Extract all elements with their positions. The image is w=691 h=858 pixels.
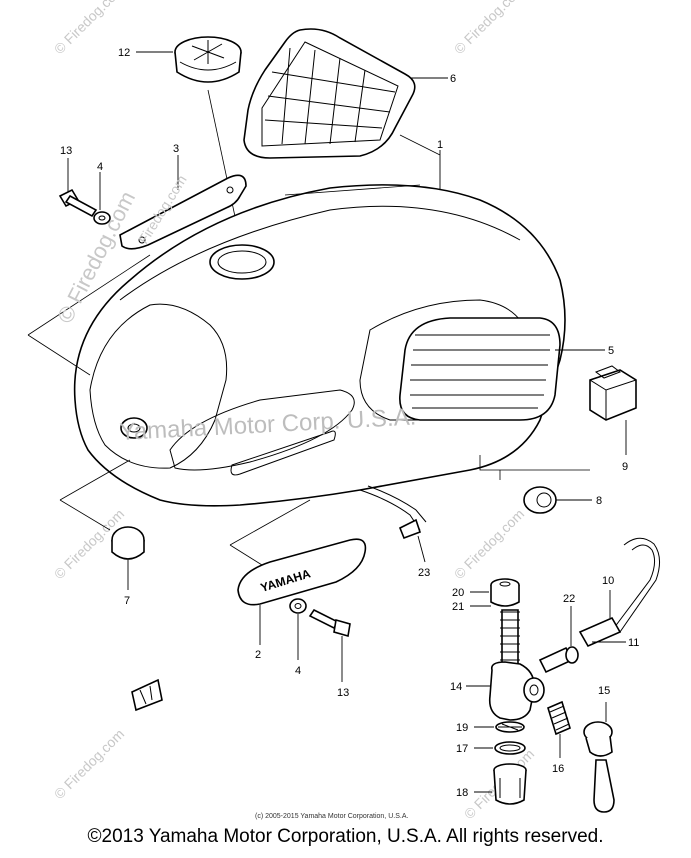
part-number-20: 20	[452, 587, 464, 599]
part-number-3: 3	[173, 143, 179, 155]
watermark-firedog-lower-right: © Firedog.com	[451, 506, 527, 582]
leader-20-21	[470, 591, 491, 607]
part-yamaha-emblem: YAMAHA	[237, 538, 367, 606]
watermark-firedog-bottom-left: © Firedog.com	[51, 726, 127, 802]
assembly-line-right	[479, 455, 590, 480]
part-damper-grommet	[523, 486, 557, 514]
part-damper-left	[111, 526, 145, 560]
part-number-13-upper: 13	[60, 145, 72, 157]
part-number-18: 18	[456, 787, 468, 799]
footer-copyright: ©2013 Yamaha Motor Corporation, U.S.A. A…	[87, 826, 604, 847]
part-sediment-cup	[493, 763, 527, 805]
part-number-5: 5	[608, 345, 614, 357]
part-fuel-hose	[578, 537, 660, 648]
part-knee-grip-upper	[243, 28, 416, 159]
part-number-21: 21	[452, 601, 464, 613]
part-number-13-lower: 13	[337, 687, 349, 699]
assembly-line-left-upper	[27, 254, 151, 376]
part-lever-knob	[583, 721, 615, 813]
small-copyright: (c) 2005-2015 Yamaha Motor Corporation, …	[255, 813, 408, 820]
part-number-14: 14	[450, 681, 462, 693]
part-number-10: 10	[602, 575, 614, 587]
part-fuel-tank	[73, 184, 566, 540]
part-number-7: 7	[124, 595, 130, 607]
front-direction-icon	[131, 678, 163, 712]
part-number-16: 16	[552, 763, 564, 775]
part-number-22: 22	[563, 593, 575, 605]
part-bolt-lower	[308, 608, 351, 638]
assembly-line-emblem	[229, 499, 311, 566]
part-number-12: 12	[118, 47, 130, 59]
part-fuel-cap	[174, 36, 242, 83]
part-number-4-lower: 4	[295, 665, 301, 677]
part-number-6: 6	[450, 73, 456, 85]
part-rubber-mount	[589, 365, 637, 421]
part-grommet-lower	[289, 598, 307, 614]
part-number-19: 19	[456, 722, 468, 734]
watermark-firedog-top-right: © Firedog.com	[451, 0, 527, 57]
leader-23	[417, 535, 426, 563]
assembly-line-top	[284, 134, 441, 196]
part-fuel-cock	[488, 609, 545, 721]
part-number-8: 8	[596, 495, 602, 507]
part-number-23: 23	[418, 567, 430, 579]
watermark-firedog-top-left: © Firedog.com	[51, 0, 127, 57]
part-spring	[547, 700, 571, 736]
part-number-2: 2	[255, 649, 261, 661]
part-number-9: 9	[622, 461, 628, 473]
part-filter-screen	[495, 721, 525, 733]
part-grommet-upper	[93, 211, 111, 225]
part-fuel-cock-cap	[490, 578, 520, 607]
part-number-4-upper: 4	[97, 161, 103, 173]
assembly-line-left-lower	[59, 459, 131, 531]
part-emblem-plate-upper	[119, 174, 247, 250]
part-gasket	[494, 741, 526, 755]
part-number-15: 15	[598, 685, 610, 697]
part-number-1: 1	[437, 139, 443, 151]
part-fuel-fitting	[538, 646, 579, 674]
part-number-11: 11	[628, 637, 639, 649]
part-bolt-upper	[58, 188, 98, 218]
part-number-17: 17	[456, 743, 468, 755]
part-knee-grip-lower	[399, 317, 561, 421]
